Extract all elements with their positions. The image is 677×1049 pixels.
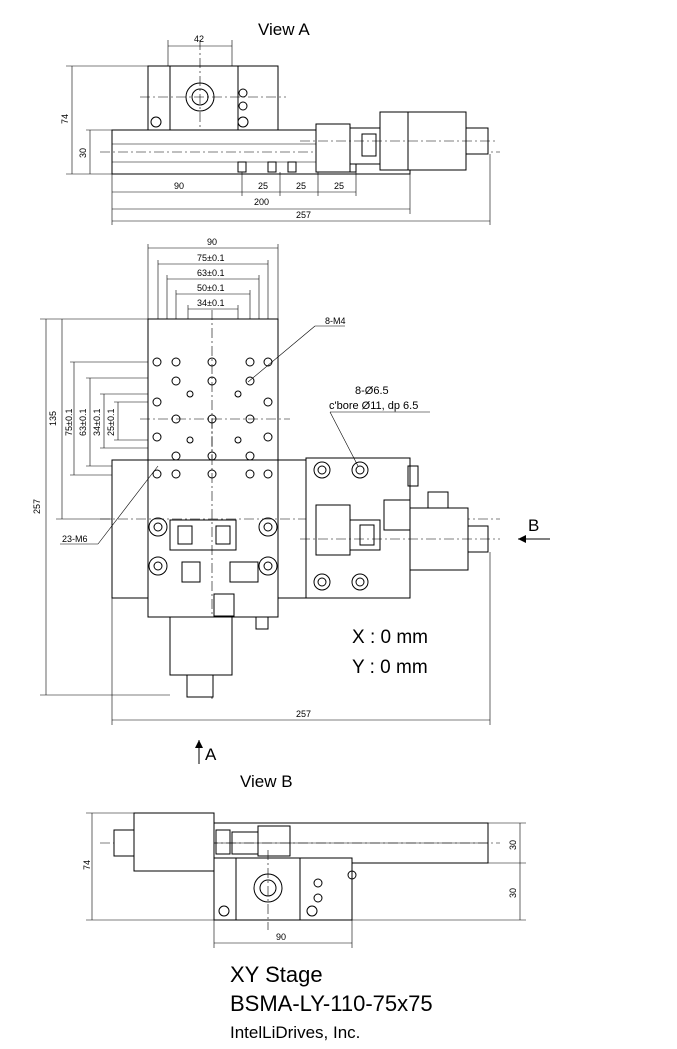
arrow-b-label: B xyxy=(528,516,539,535)
callout-bore-1: 8-Ø6.5 xyxy=(355,385,389,397)
dim-b-30a: 30 xyxy=(508,840,518,850)
view-b-block xyxy=(213,857,353,921)
dim-v-75: 75±0.1 xyxy=(64,409,74,436)
dim-v-257: 257 xyxy=(32,499,42,514)
readout-x: X : 0 mm xyxy=(352,627,428,648)
dim-42: 42 xyxy=(194,34,204,44)
callout-bore-2: c'bore Ø11, dp 6.5 xyxy=(329,400,418,412)
dim-200: 200 xyxy=(254,197,269,207)
dim-75: 75±0.1 xyxy=(197,253,224,263)
title-line-1: XY Stage xyxy=(230,962,323,987)
dim-25c: 25 xyxy=(334,181,344,191)
callout-m6: 23-M6 xyxy=(62,534,88,544)
dim-b-30b: 30 xyxy=(508,888,518,898)
dim-v-25: 25±0.1 xyxy=(106,409,116,436)
dim-v-135: 135 xyxy=(48,411,58,426)
dim-b-74: 74 xyxy=(82,860,92,870)
arrow-a-label: A xyxy=(205,745,217,764)
dim-top-90: 90 xyxy=(207,237,217,247)
top-view: 90 75±0.1 63±0.1 50±0.1 34±0.1 257 135 7… xyxy=(32,237,550,764)
y-motor xyxy=(169,616,233,676)
dim-v-34: 34±0.1 xyxy=(92,409,102,436)
view-a: View A 42 xyxy=(60,20,500,225)
dim-30: 30 xyxy=(78,148,88,158)
readout-y: Y : 0 mm xyxy=(352,657,428,678)
dim-h-257: 257 xyxy=(296,709,311,719)
dim-25b: 25 xyxy=(296,181,306,191)
hole-grid xyxy=(152,357,273,479)
dim-63: 63±0.1 xyxy=(197,268,224,278)
dim-257: 257 xyxy=(296,210,311,220)
view-b: View B 74 30 30 xyxy=(82,772,526,948)
title-line-3: IntelLiDrives, Inc. xyxy=(230,1023,361,1042)
dim-50: 50±0.1 xyxy=(197,283,224,293)
dim-25a: 25 xyxy=(258,181,268,191)
view-b-label: View B xyxy=(240,772,293,791)
dim-b-90: 90 xyxy=(276,932,286,942)
right-block xyxy=(305,457,411,599)
dim-74: 74 xyxy=(60,114,70,124)
callout-m4: 8-M4 xyxy=(325,316,346,326)
view-a-top-platform xyxy=(147,65,279,131)
dim-90: 90 xyxy=(174,181,184,191)
dim-34: 34±0.1 xyxy=(197,298,224,308)
view-a-label: View A xyxy=(258,20,310,39)
title-line-2: BSMA-LY-110-75x75 xyxy=(230,991,433,1016)
dim-v-63: 63±0.1 xyxy=(78,409,88,436)
